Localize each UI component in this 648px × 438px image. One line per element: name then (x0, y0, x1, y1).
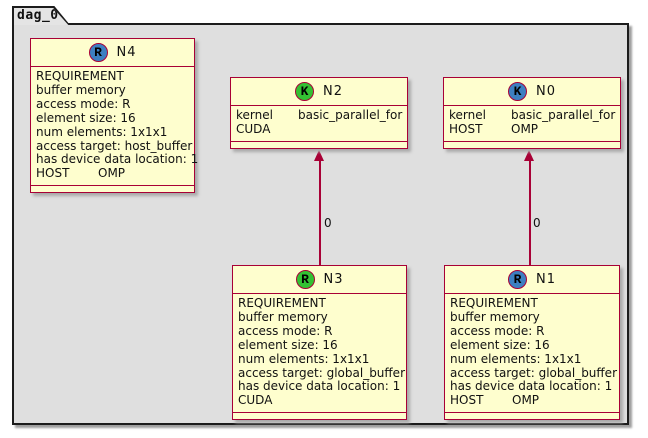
node-n2: K N2 kernel basic_parallel_for CUDA (230, 77, 408, 149)
body-line: REQUIREMENT (36, 69, 124, 83)
node-n3-footer (233, 412, 406, 419)
body-col: kernel (236, 108, 273, 122)
node-n1-title: N1 (536, 272, 556, 287)
node-n4-header: R N4 (31, 39, 194, 66)
body-line: num elements: 1x1x1 (36, 124, 168, 139)
body-line: access mode: R (450, 323, 545, 338)
body-col: kernel (449, 108, 486, 122)
body-col: basic_parallel_for (511, 108, 616, 122)
body-line: element size: 16 (238, 337, 338, 352)
node-n0-body: kernel basic_parallel_for HOST OMP (444, 105, 620, 141)
node-n0-title: N0 (536, 84, 556, 99)
body-line: buffer memory (238, 309, 328, 324)
requirement-icon: R (295, 270, 315, 289)
body-line: num elements: 1x1x1 (238, 351, 370, 366)
node-n2-header: K N2 (231, 78, 407, 105)
body-col: HOST (450, 393, 484, 408)
node-n4-body: REQUIREMENT buffer memory access mode: R… (31, 66, 199, 185)
body-col: OMP (512, 393, 540, 408)
body-line: element size: 16 (36, 110, 136, 125)
edge-n3-n2-line (319, 159, 321, 265)
node-n4-footer (31, 185, 194, 192)
node-n1-footer (445, 412, 619, 419)
node-n3-title: N3 (323, 272, 344, 287)
body-line: CUDA (236, 121, 402, 137)
body-line: access target: global_buffer (450, 365, 617, 380)
node-n4-title: N4 (116, 45, 137, 60)
body-line: access mode: R (238, 323, 333, 338)
body-line: access mode: R (36, 96, 131, 111)
kernel-icon: K (508, 82, 527, 101)
kernel-icon: K (295, 82, 314, 101)
edge-n1-n0-arrowhead (524, 150, 534, 161)
body-line: has device data location: 1 (450, 379, 613, 394)
node-n3: R N3 REQUIREMENT buffer memory access mo… (232, 265, 407, 421)
body-col: HOST (36, 166, 70, 181)
edge-n3-n2-label: 0 (324, 216, 332, 230)
node-n3-body: REQUIREMENT buffer memory access mode: R… (233, 293, 406, 412)
body-col: OMP (98, 166, 126, 181)
node-n2-body: kernel basic_parallel_for CUDA (231, 105, 407, 141)
edge-n1-n0-label: 0 (533, 216, 541, 230)
body-line: HOST OMP (450, 393, 614, 408)
body-line: buffer memory (450, 309, 540, 324)
body-line: kernel basic_parallel_for (236, 108, 403, 123)
body-line: CUDA (238, 393, 401, 408)
requirement-icon: R (508, 270, 527, 289)
frame-title-tab-fill: dag_0 (14, 8, 69, 25)
node-n2-footer (231, 140, 407, 148)
node-n1-header: R N1 (445, 266, 619, 293)
frame-title: dag_0 (17, 8, 59, 23)
body-line: REQUIREMENT (450, 296, 538, 310)
body-line: access target: global_buffer (238, 365, 405, 380)
edge-n3-n2-arrowhead (314, 150, 324, 161)
node-n1: R N1 REQUIREMENT buffer memory access mo… (444, 265, 620, 421)
body-col: CUDA (236, 121, 271, 136)
node-n3-header: R N3 (233, 266, 406, 293)
body-col: OMP (511, 121, 539, 136)
body-line: access target: host_buffer (36, 138, 193, 153)
node-n4: R N4 REQUIREMENT buffer memory access mo… (30, 38, 199, 194)
body-line: HOST OMP (36, 166, 189, 181)
body-line: num elements: 1x1x1 (450, 351, 582, 366)
body-col: basic_parallel_for (298, 108, 403, 122)
node-n2-title: N2 (323, 84, 343, 99)
requirement-icon: R (88, 43, 108, 62)
body-line: HOST OMP (449, 121, 615, 137)
body-line: has device data location: 1 (238, 379, 401, 394)
body-line: REQUIREMENT (238, 296, 326, 310)
node-n1-body: REQUIREMENT buffer memory access mode: R… (445, 293, 619, 412)
frame-title-tab: dag_0 (12, 6, 70, 25)
node-n0-footer (444, 140, 620, 148)
body-col: HOST (449, 121, 483, 136)
body-col: CUDA (238, 393, 273, 408)
body-line: has device data location: 1 (36, 152, 199, 167)
edge-n1-n0-line (529, 159, 531, 265)
body-line: element size: 16 (450, 337, 550, 352)
node-n0-header: K N0 (444, 78, 620, 105)
node-n0: K N0 kernel basic_parallel_for HOST OMP (443, 77, 621, 149)
body-line: kernel basic_parallel_for (449, 108, 616, 123)
body-line: buffer memory (36, 82, 126, 97)
